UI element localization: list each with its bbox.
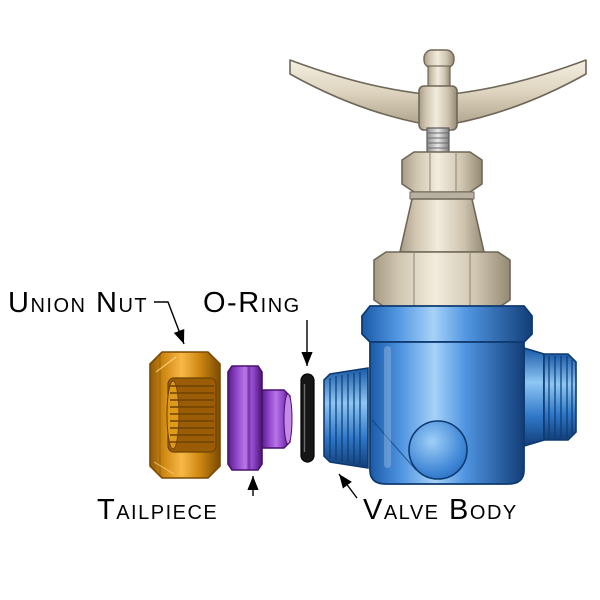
packing-nut-hex	[401, 151, 483, 193]
union-nut-shine-line	[155, 356, 177, 373]
label-union-nut: Union Nut	[8, 287, 148, 319]
o-ring-shape	[300, 373, 315, 463]
valve-outlet-threaded-end	[543, 353, 577, 441]
leader-union-nut	[154, 301, 185, 345]
union-nut-bore-face	[166, 380, 180, 450]
label-tailpiece: Tailpiece	[97, 494, 218, 526]
packing-nut	[401, 151, 483, 193]
bonnet-hex	[373, 251, 511, 309]
valve-inlet-thread-lines	[329, 372, 361, 464]
handle-wing-left-shape	[289, 59, 425, 125]
valve-inlet-stub	[323, 367, 369, 469]
union-nut-part	[149, 351, 221, 479]
valve-outlet-collar	[523, 346, 545, 448]
valve-body-diagonal-edge	[371, 419, 417, 471]
label-valve-body: Valve Body	[363, 494, 518, 526]
valve-body-highlight	[384, 346, 391, 468]
bonnet	[373, 191, 511, 309]
tailpiece-flange	[227, 365, 263, 471]
valve-body-part	[323, 305, 577, 485]
valve-handle	[289, 49, 587, 131]
leader-valve-body	[338, 473, 358, 499]
label-o-ring: O-Ring	[203, 287, 301, 319]
annotations: Union Nut O-Ring Tailpiece Valve Body	[8, 287, 518, 526]
bonnet-washer	[409, 191, 475, 200]
union-nut-thread-lines	[170, 385, 214, 443]
valve-outlet-thread-lines	[548, 356, 573, 438]
handle-hub	[418, 85, 458, 131]
valve-body-boss	[408, 420, 468, 480]
tailpiece-end-face	[283, 393, 293, 445]
handle-wing-right-shape	[451, 59, 587, 125]
o-ring-part	[300, 373, 315, 463]
bonnet-cone	[398, 198, 486, 253]
valve-body-flange	[361, 305, 533, 343]
handle-screw-head	[423, 49, 455, 69]
tailpiece-part	[227, 365, 293, 471]
union-nut-shine-line	[153, 461, 175, 475]
